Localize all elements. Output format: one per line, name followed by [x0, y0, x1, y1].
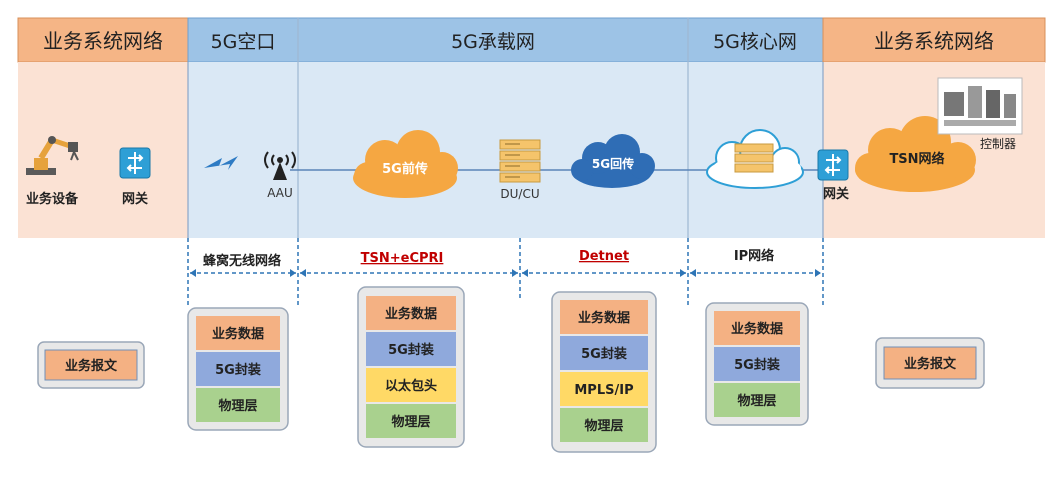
fronthaul-layer-data-label: 业务数据	[385, 306, 437, 322]
right-message-box	[883, 346, 977, 380]
core-layer-5g	[714, 347, 800, 381]
fronthaul-layer-5g	[366, 332, 456, 366]
gateway-left-icon	[119, 147, 151, 179]
gateway-right-label: 网关	[823, 186, 849, 202]
core-layer-5g-label: 5G封装	[734, 357, 780, 373]
tsn-label: TSN网络	[889, 151, 944, 167]
fronthaul-cloud-icon	[353, 130, 458, 198]
backhaul-layer-data-label: 业务数据	[578, 310, 630, 326]
air-layer-5g	[196, 352, 280, 386]
backhaul-layer-5g	[560, 336, 648, 370]
ducu-label: DU/CU	[500, 187, 539, 201]
server-icon	[499, 139, 541, 183]
header-air-label: 5G空口	[211, 31, 276, 53]
segment-markers	[187, 238, 824, 305]
tsn-cloud-icon	[855, 116, 976, 192]
aau-label: AAU	[267, 186, 293, 200]
core-layer-phy-label: 物理层	[737, 393, 776, 409]
core-layer-data	[714, 311, 800, 345]
segment-ip-label: IP网络	[734, 248, 774, 264]
wireless-signal-icon	[204, 156, 238, 170]
header-core-label: 5G核心网	[713, 31, 797, 53]
header-bearer-label: 5G承载网	[451, 31, 535, 53]
backhaul-layer-mpls	[560, 372, 648, 406]
backhaul-label: 5G回传	[592, 156, 634, 171]
gateway-left-label: 网关	[122, 191, 148, 207]
header-left-system-label: 业务系统网络	[43, 29, 163, 53]
header-air	[187, 17, 299, 63]
core-cloud-icon	[706, 129, 804, 189]
backhaul-layer-phy	[560, 408, 648, 442]
backhaul-layer-phy-label: 物理层	[584, 418, 623, 434]
backhaul-layer-mpls-label: MPLS/IP	[574, 383, 633, 398]
core-layer-phy	[714, 383, 800, 417]
segment-detnet-label: Detnet	[579, 249, 629, 264]
segment-cellular-label: 蜂窝无线网络	[203, 253, 281, 269]
fronthaul-layer-eth-label: 以太包头	[385, 378, 437, 394]
fronthaul-layer-phy	[366, 404, 456, 438]
air-layer-5g-label: 5G封装	[215, 362, 261, 378]
air-layer-phy-label: 物理层	[218, 398, 257, 414]
device-label: 业务设备	[26, 191, 79, 207]
backhaul-cloud-icon	[571, 134, 655, 188]
fronthaul-layer-eth	[366, 368, 456, 402]
air-layer-data-label: 业务数据	[212, 326, 264, 342]
backhaul-layer-5g-label: 5G封装	[581, 346, 627, 362]
backhaul-layer-data	[560, 300, 648, 334]
core-layer-data-label: 业务数据	[731, 321, 783, 337]
controller-label: 控制器	[980, 137, 1016, 151]
right-message-label: 业务报文	[904, 356, 957, 372]
header-bearer	[297, 17, 689, 63]
header-core	[687, 17, 824, 63]
fronthaul-layer-phy-label: 物理层	[391, 414, 430, 430]
left-message-label: 业务报文	[65, 358, 118, 374]
antenna-icon	[264, 151, 296, 180]
fronthaul-layer-data	[366, 296, 456, 330]
header-right-system-label: 业务系统网络	[874, 29, 994, 53]
air-layer-phy	[196, 388, 280, 422]
fronthaul-label: 5G前传	[382, 161, 428, 177]
fronthaul-layer-5g-label: 5G封装	[388, 342, 434, 358]
segment-tsn-ecpri-label: TSN+eCPRI	[361, 251, 444, 266]
header-left-system	[17, 17, 189, 63]
controller-icon	[937, 77, 1023, 135]
segment-arrowheads	[190, 269, 821, 277]
air-layer-data	[196, 316, 280, 350]
left-message-box	[44, 349, 138, 381]
gateway-right-icon	[817, 149, 849, 181]
robot-arm-icon	[26, 136, 79, 175]
header-right-system	[822, 17, 1046, 63]
